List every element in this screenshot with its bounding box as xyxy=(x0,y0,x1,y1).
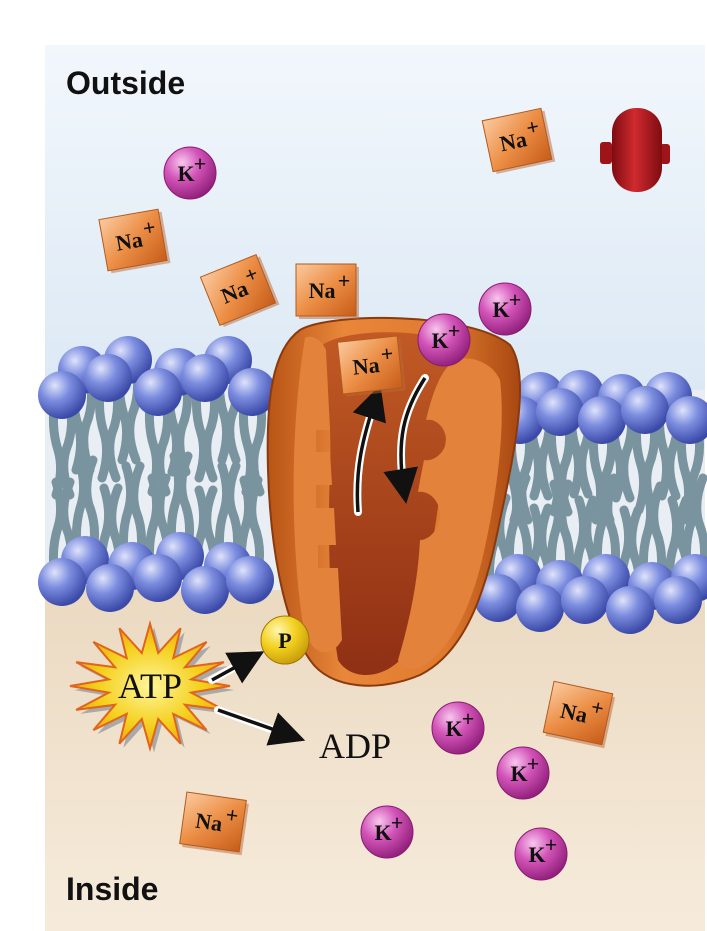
potassium-ion: K+ xyxy=(514,827,568,881)
sodium-ion: Na+ xyxy=(295,263,359,319)
potassium-ion-symbol: K xyxy=(528,842,545,867)
phospholipid-head xyxy=(38,558,86,606)
phospholipid-head xyxy=(134,368,182,416)
sodium-ion-symbol: Na xyxy=(558,698,590,728)
sodium-ion: Na+ xyxy=(336,335,406,397)
potassium-ion: K+ xyxy=(478,282,532,336)
potassium-ion: K+ xyxy=(496,746,550,800)
potassium-ion-symbol: K xyxy=(445,716,462,741)
outside-label: Outside xyxy=(66,65,185,101)
potassium-ion: K+ xyxy=(417,313,471,367)
phosphate-group: P xyxy=(260,615,310,665)
potassium-ion: K+ xyxy=(360,805,414,859)
phospholipid-head xyxy=(226,556,274,604)
sodium-ion-symbol: Na xyxy=(194,808,224,836)
phospholipid-head xyxy=(536,388,584,436)
sodium-ion: Na+ xyxy=(542,680,616,749)
potassium-ion-charge: + xyxy=(194,151,207,176)
potassium-ion-charge: + xyxy=(448,318,461,343)
phospholipid-head xyxy=(654,576,702,624)
sodium-ion-symbol: Na xyxy=(309,278,336,303)
potassium-ion-charge: + xyxy=(509,287,522,312)
sodium-ion: Na+ xyxy=(481,107,556,174)
inside-label: Inside xyxy=(66,871,158,907)
sodium-ion-charge: + xyxy=(589,694,606,721)
phospholipid-head xyxy=(181,566,229,614)
phospholipid-head xyxy=(134,554,182,602)
pump-right-wall xyxy=(398,358,502,669)
phospholipid-head xyxy=(228,368,276,416)
phospholipid-head xyxy=(578,396,626,444)
phospholipid-head xyxy=(38,371,86,419)
phospholipid-head xyxy=(86,564,134,612)
potassium-ion-charge: + xyxy=(527,751,540,776)
sodium-potassium-pump xyxy=(266,316,521,687)
sodium-ion-charge: + xyxy=(338,268,351,293)
sodium-ion-symbol: Na xyxy=(351,352,380,380)
pump-left-wall xyxy=(293,336,342,653)
phospholipid-head xyxy=(666,396,707,444)
phospholipid-head xyxy=(561,576,609,624)
ions-layer: Na+Na+Na+Na+K+K+K+Na+Na+Na+K+K+K+K+ xyxy=(98,107,616,881)
potassium-ion-charge: + xyxy=(545,832,558,857)
sodium-ion-charge: + xyxy=(141,214,158,241)
sodium-ion: Na+ xyxy=(179,791,249,856)
ouabain-inhibitor-shape xyxy=(600,108,670,192)
potassium-ion-charge: + xyxy=(462,706,475,731)
potassium-ion-symbol: K xyxy=(492,297,509,322)
phospholipid-heads-inner-leaflet xyxy=(38,532,707,634)
potassium-ion: K+ xyxy=(163,146,217,200)
sodium-ion-charge: + xyxy=(524,113,541,140)
phosphate-label: P xyxy=(278,628,291,653)
potassium-ion-symbol: K xyxy=(431,328,448,353)
sodium-ion-symbol: Na xyxy=(114,227,145,256)
potassium-ion-charge: + xyxy=(391,810,404,835)
potassium-ion-symbol: K xyxy=(374,820,391,845)
potassium-ion-symbol: K xyxy=(510,761,527,786)
phospholipid-head xyxy=(474,574,522,622)
potassium-ion-symbol: K xyxy=(177,161,194,186)
sodium-ion: Na+ xyxy=(98,208,171,274)
potassium-ion: K+ xyxy=(431,701,485,755)
phospholipid-head xyxy=(621,386,669,434)
adp-label: ADP xyxy=(319,726,391,766)
atp-label: ATP xyxy=(118,666,182,706)
phospholipid-head xyxy=(606,586,654,634)
phospholipid-head xyxy=(181,354,229,402)
sodium-ion: Na+ xyxy=(199,254,280,328)
sodium-ion-symbol: Na xyxy=(497,126,529,156)
phospholipid-head xyxy=(516,584,564,632)
atp-burst xyxy=(69,619,234,753)
sodium-ion-charge: + xyxy=(224,802,240,829)
sodium-ion-charge: + xyxy=(379,341,394,367)
phospholipid-head xyxy=(84,354,132,402)
